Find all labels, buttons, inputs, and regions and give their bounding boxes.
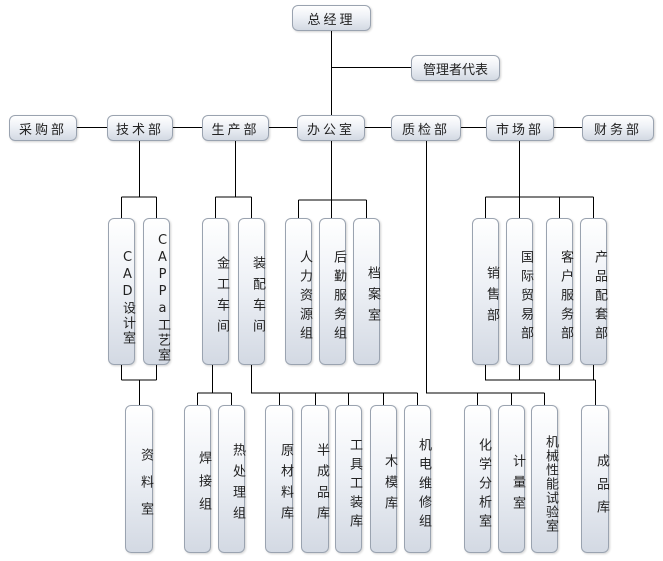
dept-finance[interactable]: 财务部 xyxy=(582,115,654,141)
unit-chemical-analysis[interactable]: 化学分析室 xyxy=(464,405,491,553)
dept-production[interactable]: 生产部 xyxy=(202,115,269,141)
unit-raw-material-store[interactable]: 原材料库 xyxy=(265,405,293,553)
unit-semi-finished-store[interactable]: 半成品库 xyxy=(301,405,329,553)
dept-market[interactable]: 市场部 xyxy=(486,115,554,141)
unit-capp-process[interactable]: CAPPa工艺室 xyxy=(143,218,170,365)
unit-international-trade[interactable]: 国际贸易部 xyxy=(506,218,533,365)
unit-product-supply[interactable]: 产品配套部 xyxy=(580,218,607,365)
management-rep-box[interactable]: 管理者代表 xyxy=(411,55,500,81)
unit-logistics-group[interactable]: 后勤服务组 xyxy=(319,218,346,365)
unit-mechanical-test-lab[interactable]: 机械性能试验室 xyxy=(531,405,558,553)
unit-metal-shop[interactable]: 金工车间 xyxy=(202,218,229,365)
unit-hr-group[interactable]: 人力资源组 xyxy=(285,218,312,365)
unit-heat-treatment[interactable]: 热处理组 xyxy=(218,405,245,553)
dept-technical[interactable]: 技术部 xyxy=(107,115,173,141)
unit-tooling-store[interactable]: 工具工装库 xyxy=(335,405,362,553)
dept-qc[interactable]: 质检部 xyxy=(391,115,461,141)
unit-archive-room[interactable]: 资料室 xyxy=(125,405,153,553)
unit-cad-design[interactable]: CAD设计室 xyxy=(108,218,135,365)
dept-purchasing[interactable]: 采购部 xyxy=(9,115,77,141)
unit-files-room[interactable]: 档案室 xyxy=(353,218,380,365)
unit-customer-service[interactable]: 客户服务部 xyxy=(546,218,573,365)
unit-assembly-shop[interactable]: 装配车间 xyxy=(238,218,265,365)
ceo-box[interactable]: 总经理 xyxy=(292,5,371,31)
unit-welding-group[interactable]: 焊接组 xyxy=(184,405,211,553)
dept-office[interactable]: 办公室 xyxy=(297,115,365,141)
unit-finished-goods-store[interactable]: 成品库 xyxy=(581,405,609,553)
unit-sales[interactable]: 销售部 xyxy=(472,218,499,365)
unit-metrology-room[interactable]: 计量室 xyxy=(498,405,525,553)
unit-maintenance-group[interactable]: 机电维修组 xyxy=(404,405,431,553)
unit-pattern-store[interactable]: 木模库 xyxy=(370,405,397,553)
